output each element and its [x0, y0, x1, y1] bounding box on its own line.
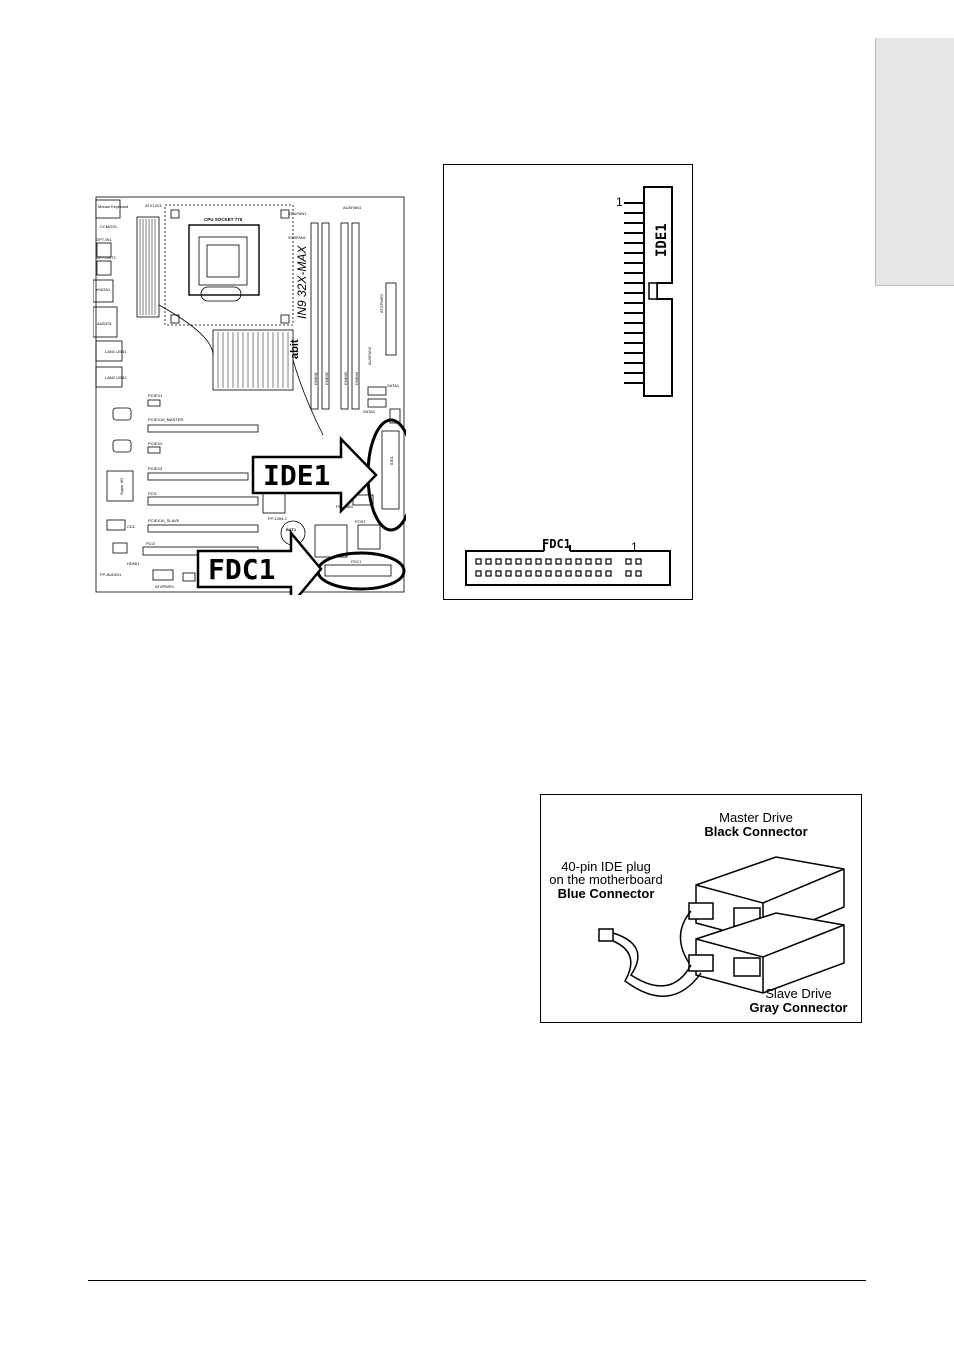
board-label-bat: BAT1: [286, 527, 297, 532]
ide-plug-title: 40-pin IDE plug: [561, 859, 651, 874]
board-label-dimm3: DIMM3: [343, 371, 348, 385]
slave-drive-connector: Gray Connector: [749, 1000, 848, 1015]
board-brand: abit: [289, 339, 301, 359]
ide1-label: IDE1: [654, 223, 670, 257]
board-label-pciex16-slave: PCIEX16_SLAVE: [148, 518, 180, 523]
board-label-cmos: CCMOS1: [100, 224, 118, 229]
motherboard-layout-figure: Mouse Keyboard ATX12V1 AUXFAN1 CPUFAN1 S…: [93, 196, 406, 595]
board-label-cd1: CD1: [127, 524, 136, 529]
board-label-lan2: LAN2 USB2: [105, 375, 127, 380]
ide-plug-location: on the motherboard: [549, 872, 663, 887]
ide-cable-figure: Master Drive Black Connector 40-pin IDE …: [540, 794, 862, 1023]
board-label-dimm1: DIMM1: [313, 371, 318, 385]
board-label-atx12v: ATX12V1: [145, 203, 163, 208]
motherboard-plug: [598, 928, 614, 942]
fdc1-pins: [475, 558, 642, 577]
board-label-opt-in: OPT-IN1: [96, 237, 112, 242]
board-label-opt-out: OPT-OUT1: [96, 255, 117, 260]
slave-drive-title: Slave Drive: [765, 986, 832, 1001]
ide-ribbon-cable: [612, 910, 702, 997]
fdc-callout-label: FDC1: [208, 553, 275, 586]
board-label-cpufan: CPUFAN1: [288, 211, 307, 216]
fdc-callout-arrow: [196, 529, 323, 595]
board-label-pcie2: PCIEX2: [148, 441, 163, 446]
slave-drive-port: [733, 957, 761, 977]
fdc1-label: FDC1: [542, 537, 571, 551]
fdc1-connector-body: [465, 550, 671, 586]
master-drive-connector: Black Connector: [704, 824, 808, 839]
board-label-atxpwr: ATXPWR1: [155, 584, 175, 589]
board-label-esata: eSATA1: [96, 287, 111, 292]
ide1-connector-body: [643, 186, 673, 397]
master-drive-title: Master Drive: [719, 810, 793, 825]
board-label-dimm2: DIMM2: [324, 371, 329, 385]
board-label-pcie1: PCIEX1: [148, 393, 163, 398]
board-label-sata1: SATA1: [387, 383, 400, 388]
ide-callout-arrow: [251, 435, 378, 515]
board-label-post: POST: [355, 519, 366, 524]
board-label-sata2: SATA2: [363, 409, 376, 414]
chapter-side-tab: [875, 38, 954, 286]
board-label-auxfan1: AUXFAN1: [343, 205, 362, 210]
board-label-audio: AUDIO1: [97, 321, 113, 326]
ide1-key-notch: [648, 282, 658, 300]
board-label-lan1: LAN1 USB1: [105, 349, 127, 354]
ide-callout-label: IDE1: [263, 459, 330, 492]
board-label-socket: CPU SOCKET 775: [204, 217, 243, 222]
board-label-fp1394: FP-1394 2: [268, 516, 287, 521]
ide1-pin1-label: 1: [616, 195, 623, 209]
footer-rule: [88, 1280, 866, 1281]
ide1-pins: [624, 202, 644, 384]
board-label-sysfan: SYSFAN1: [288, 235, 307, 240]
board-label-fdc-small: FDC1: [351, 559, 362, 564]
slave-drive: [695, 912, 845, 994]
board-label-pci2: PCI2: [146, 541, 156, 546]
board-label-mouse: Mouse Keyboard: [98, 204, 128, 209]
board-model: IN9 32X-MAX: [295, 245, 309, 319]
board-label-fp-audio: FP-AUDIO1: [100, 572, 122, 577]
fdc1-key-notch: [544, 545, 570, 552]
board-label-ide-small: IDE1: [389, 455, 394, 465]
board-label-pciex16-master: PCIEX16_MASTER: [148, 417, 183, 422]
ide-plug-connector: Blue Connector: [557, 886, 655, 901]
master-cable-connector: [688, 902, 714, 920]
board-label-pci1: PCI1: [148, 491, 158, 496]
board-label-dimm4: DIMM4: [354, 371, 359, 385]
board-label-atxpwr1: ATXPWR1: [379, 293, 384, 313]
connector-pinout-figure: 1 IDE1 FDC1 1: [443, 164, 693, 600]
board-label-hdmi: HDMI1: [127, 561, 140, 566]
board-outline: [95, 196, 405, 593]
board-label-auxfan2: AUXFAN2: [367, 346, 372, 365]
fdc1-pin1-label: 1: [631, 540, 638, 554]
slave-cable-connector: [688, 954, 714, 972]
board-label-pcie3: PCIEX3: [148, 466, 163, 471]
board-label-superio: Super I/O: [119, 478, 124, 495]
